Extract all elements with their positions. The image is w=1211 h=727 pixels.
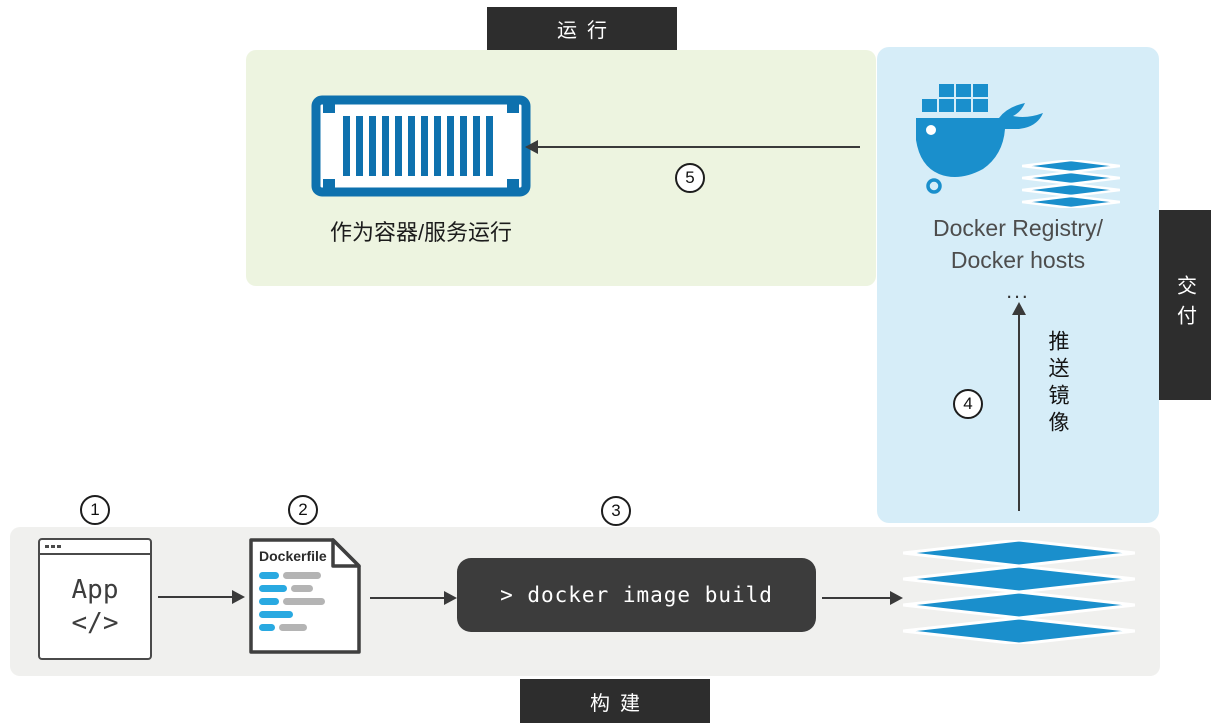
dockerfile-title: Dockerfile	[259, 548, 327, 564]
registry-title-line2: Docker hosts	[950, 247, 1086, 273]
step-4-circle: 4	[953, 389, 983, 419]
deliver-badge-label: 交付	[1173, 275, 1196, 335]
registry-title-line1: Docker Registry/	[933, 215, 1103, 241]
build-badge: 构建	[520, 679, 710, 723]
code-tag-label: </>	[71, 607, 119, 638]
app-source-label: App </>	[40, 555, 150, 658]
image-layers-small-icon	[1022, 160, 1120, 208]
step-1-circle: 1	[80, 495, 110, 525]
window-dot-icon	[45, 544, 49, 549]
run-caption: 作为容器/服务运行	[329, 220, 513, 245]
container-icon	[311, 95, 531, 197]
build-badge-label: 构建	[590, 692, 650, 715]
arrow-dockerfile-to-build	[370, 597, 446, 600]
window-dot-icon	[57, 544, 61, 549]
dockerfile-icon: Dockerfile	[249, 538, 361, 654]
arrow-app-to-dockerfile	[158, 596, 234, 599]
step-5-circle: 5	[675, 163, 705, 193]
command-text: > docker image build	[500, 583, 773, 607]
run-badge-label: 运行	[557, 20, 617, 42]
docker-build-command: > docker image build	[457, 558, 816, 632]
dockerfile-code-lines	[259, 572, 325, 631]
app-window-icon: App </>	[38, 538, 152, 660]
window-titlebar	[40, 540, 150, 555]
arrow-build-to-image	[822, 597, 892, 600]
docker-whale-icon	[916, 84, 1043, 194]
window-dot-icon	[51, 544, 55, 549]
registry-ellipsis: ...	[1006, 280, 1030, 303]
push-image-label: 推送镜像	[1046, 330, 1069, 438]
run-badge: 运行	[487, 7, 677, 50]
registry-title: Docker Registry/ Docker hosts	[877, 212, 1159, 276]
step-3-circle: 3	[601, 496, 631, 526]
deliver-badge: 交付	[1159, 210, 1211, 400]
image-layers-icon	[903, 540, 1135, 644]
arrow-push-image	[1018, 313, 1021, 511]
step-2-circle: 2	[288, 495, 318, 525]
arrow-step5	[536, 146, 860, 149]
app-label: App	[71, 575, 119, 605]
